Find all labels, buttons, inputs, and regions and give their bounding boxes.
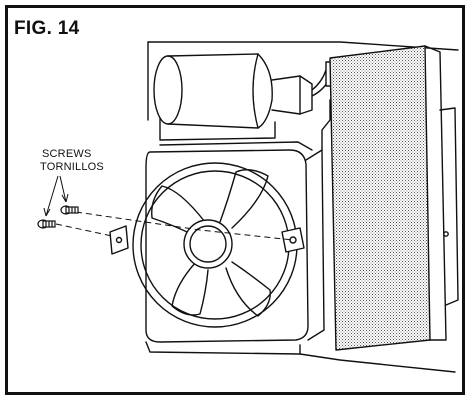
fan-shroud (145, 99, 331, 343)
figure-title: FIG. 14 (14, 18, 80, 39)
screw-lower (37, 219, 56, 229)
screw-alignment-lines (55, 211, 294, 241)
callout-screws-en: SCREWS (42, 148, 92, 160)
callout-screws-es: TORNILLOS (40, 161, 104, 173)
mount-plate-right (281, 227, 305, 253)
side-panel (329, 45, 459, 351)
fan-blade (132, 162, 298, 328)
screw-upper (60, 205, 79, 215)
fan-motor (153, 53, 313, 141)
mount-plate-left (109, 225, 129, 255)
callout-leaders (43, 175, 69, 217)
